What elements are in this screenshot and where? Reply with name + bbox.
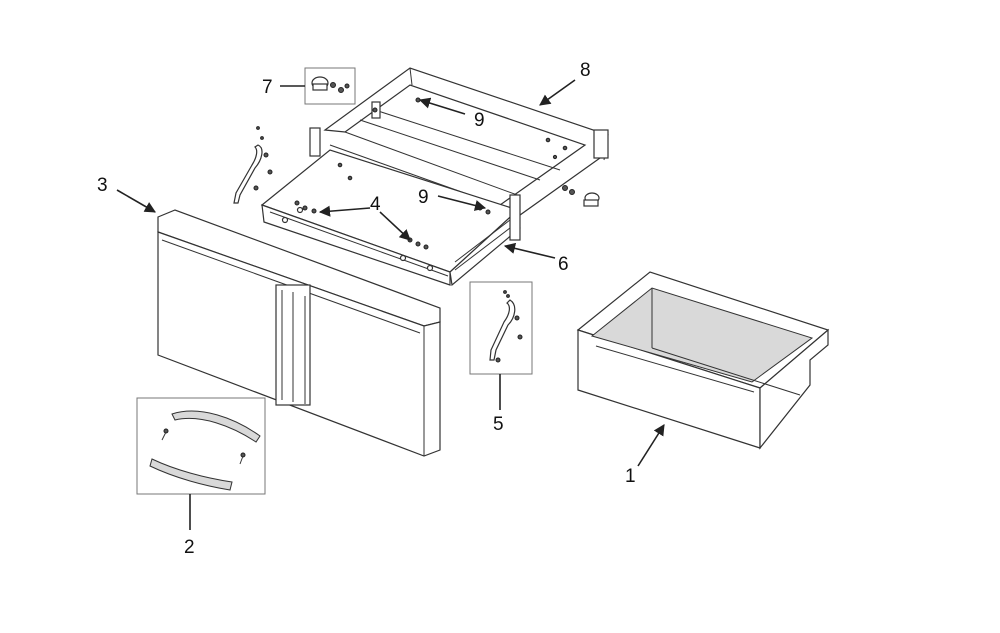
callout-labels: 1 2 3 4 5 6 7 8 9 9 [97, 60, 636, 558]
drawer-bin-part-1 [576, 271, 830, 450]
side-rod-left [233, 126, 273, 204]
handle-part-2 [136, 397, 266, 495]
callout-2: 2 [184, 537, 195, 558]
callout-4: 4 [370, 194, 381, 215]
callout-5: 5 [493, 414, 504, 435]
bumper-part-7 [304, 67, 356, 105]
drawer-tray-assembly [260, 127, 521, 287]
callout-9-top: 9 [474, 110, 485, 131]
callout-lines [116, 79, 665, 530]
side-rod-part-5 [469, 281, 533, 375]
callout-3: 3 [97, 175, 108, 196]
front-panel-part-3 [157, 209, 441, 457]
bumper-right [562, 185, 600, 207]
callout-9-bottom: 9 [418, 187, 429, 208]
callout-6: 6 [558, 254, 569, 275]
callout-7: 7 [262, 77, 273, 98]
callout-1: 1 [625, 466, 636, 487]
callout-8: 8 [580, 60, 591, 81]
